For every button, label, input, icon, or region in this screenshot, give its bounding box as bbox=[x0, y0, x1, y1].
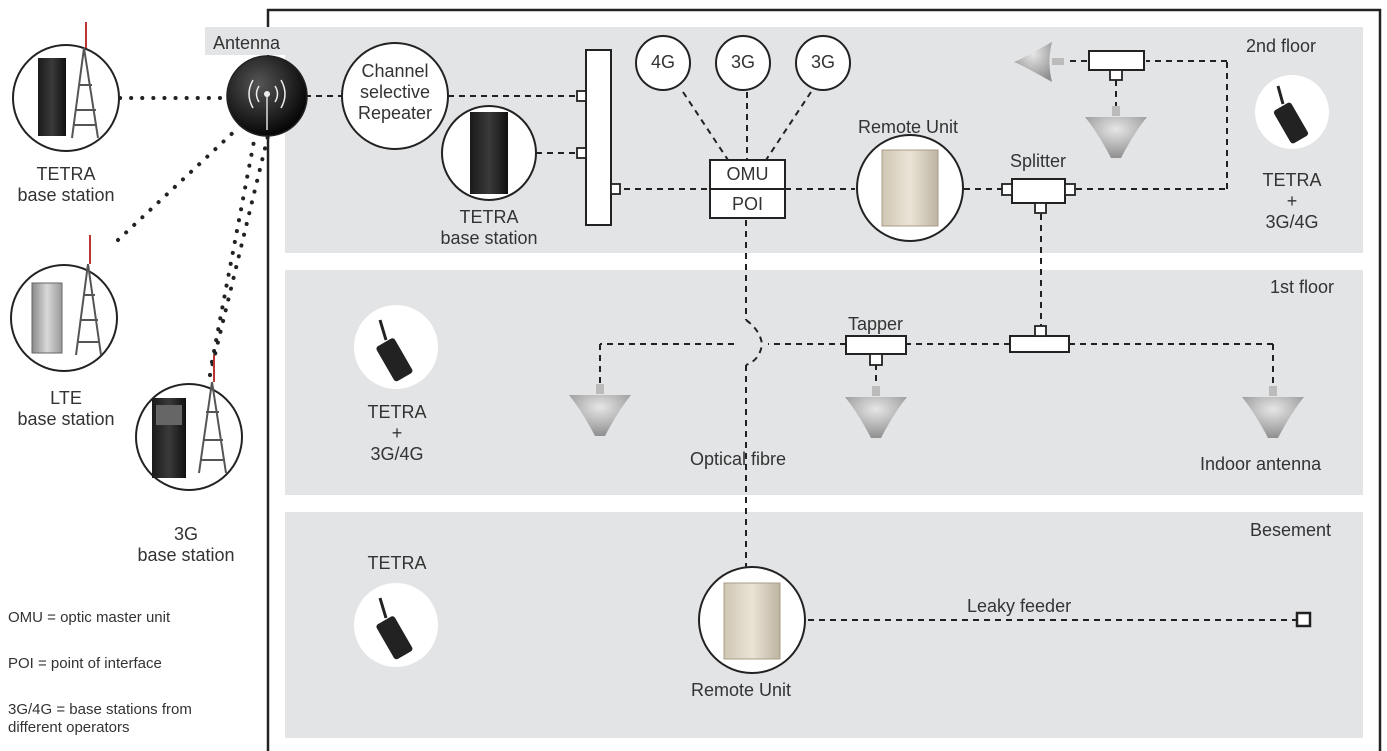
floor-panel-basement bbox=[285, 512, 1363, 738]
ceiling-antennas bbox=[569, 106, 1304, 438]
terminal-label-1st: TETRA+3G/4G bbox=[367, 402, 427, 464]
combiner-port bbox=[576, 90, 587, 102]
operator-label-3g-2: 3G bbox=[810, 52, 835, 72]
optical-fibre-label: Optical fibre bbox=[690, 449, 787, 469]
ceiling-antenna-icon bbox=[569, 384, 631, 436]
repeater-circle bbox=[341, 42, 449, 150]
omu-label: OMU bbox=[726, 164, 769, 184]
combiner-port bbox=[610, 183, 621, 195]
combiner bbox=[585, 49, 612, 226]
tetra-base-station-icon bbox=[12, 22, 120, 152]
remote-unit-basement-label: Remote Unit bbox=[691, 680, 792, 700]
outdoor-antenna-icon bbox=[226, 55, 308, 137]
remote-unit-icon bbox=[856, 134, 964, 242]
floor-label-2nd: 2nd floor bbox=[1246, 36, 1317, 56]
tapper bbox=[845, 335, 907, 355]
lte-base-station-icon bbox=[10, 235, 118, 372]
3g-base-station-icon bbox=[135, 355, 243, 491]
poi-label: POI bbox=[731, 194, 763, 214]
tapper-right bbox=[1009, 335, 1070, 353]
terminal-label-2nd: TETRA+3G/4G bbox=[1262, 170, 1322, 232]
leaky-feeder-termination bbox=[1295, 611, 1312, 628]
ceiling-antenna-icon bbox=[1085, 106, 1147, 158]
floor-label-basement: Besement bbox=[1250, 520, 1332, 540]
ceiling-antenna-icon bbox=[845, 386, 907, 438]
wall-antenna-icon bbox=[1014, 42, 1064, 82]
ceiling-antenna-icon bbox=[1242, 386, 1304, 438]
tapper-2nd-floor bbox=[1088, 50, 1145, 71]
indoor-antenna-label: Indoor antenna bbox=[1200, 454, 1322, 474]
indoor-tetra-base-station-icon bbox=[441, 105, 537, 201]
building-outline bbox=[266, 8, 1382, 751]
handheld-radio-icon-1st bbox=[354, 305, 438, 389]
antenna-label: Antenna bbox=[213, 33, 281, 53]
operator-label-3g: 3G bbox=[730, 52, 755, 72]
cable-links bbox=[305, 60, 1296, 621]
leaky-feeder-label: Leaky feeder bbox=[967, 596, 1072, 616]
floor-panel-1st bbox=[285, 270, 1363, 495]
legend-operators: 3G/4G = base stations from bbox=[8, 701, 192, 718]
legend-poi: POI = point of interface bbox=[8, 655, 162, 672]
handheld-radio-icon-basement bbox=[354, 583, 438, 667]
splitter bbox=[1011, 178, 1066, 204]
legend-omu: OMU = optic master unit bbox=[8, 609, 171, 626]
operator-3g-circle-2 bbox=[795, 35, 851, 91]
remote-unit-basement-icon bbox=[698, 566, 806, 674]
splitter-label: Splitter bbox=[1010, 151, 1067, 171]
tapper-label: Tapper bbox=[848, 314, 904, 334]
operator-4g-circle bbox=[635, 35, 691, 91]
terminal-label-basement: TETRA bbox=[367, 553, 427, 573]
legend-operators-cont: different operators bbox=[8, 719, 130, 736]
floor-label-1st: 1st floor bbox=[1270, 277, 1335, 297]
operator-3g-circle bbox=[715, 35, 771, 91]
combiner-port bbox=[576, 147, 587, 159]
remote-unit-label: Remote Unit bbox=[858, 117, 959, 137]
antenna-label-bg bbox=[205, 27, 322, 55]
handheld-radio-icon bbox=[1255, 75, 1329, 149]
dotted-links bbox=[116, 96, 270, 377]
operator-label-4g: 4G bbox=[650, 52, 675, 72]
